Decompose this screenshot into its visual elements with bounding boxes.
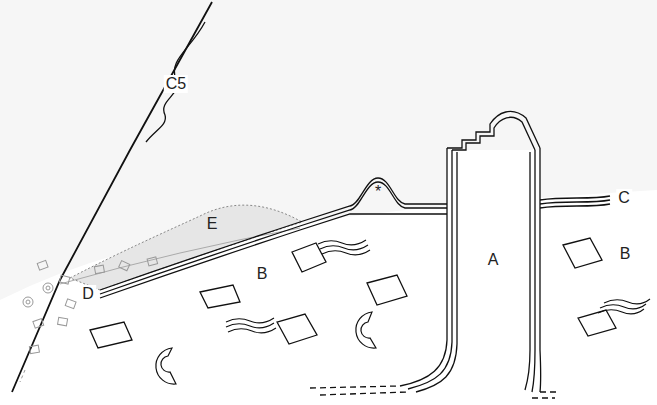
part-label: E [205,215,220,233]
part-label: A [486,251,501,269]
lens-base [60,228,300,284]
part-label: * [373,183,383,201]
part-label: D [80,285,96,303]
shell-fragments [156,312,376,384]
breccia [20,257,158,382]
part-label: B [255,265,270,283]
part-label: B [618,245,633,263]
country-rock-b [0,190,657,405]
fault-line [12,2,212,392]
lens-e [70,205,302,290]
clasts [90,238,616,348]
wavy-laminae [226,240,650,333]
fault-strand [146,22,205,142]
part-label: C5 [164,75,188,93]
dike-a [310,111,560,398]
part-label: C [616,189,632,207]
